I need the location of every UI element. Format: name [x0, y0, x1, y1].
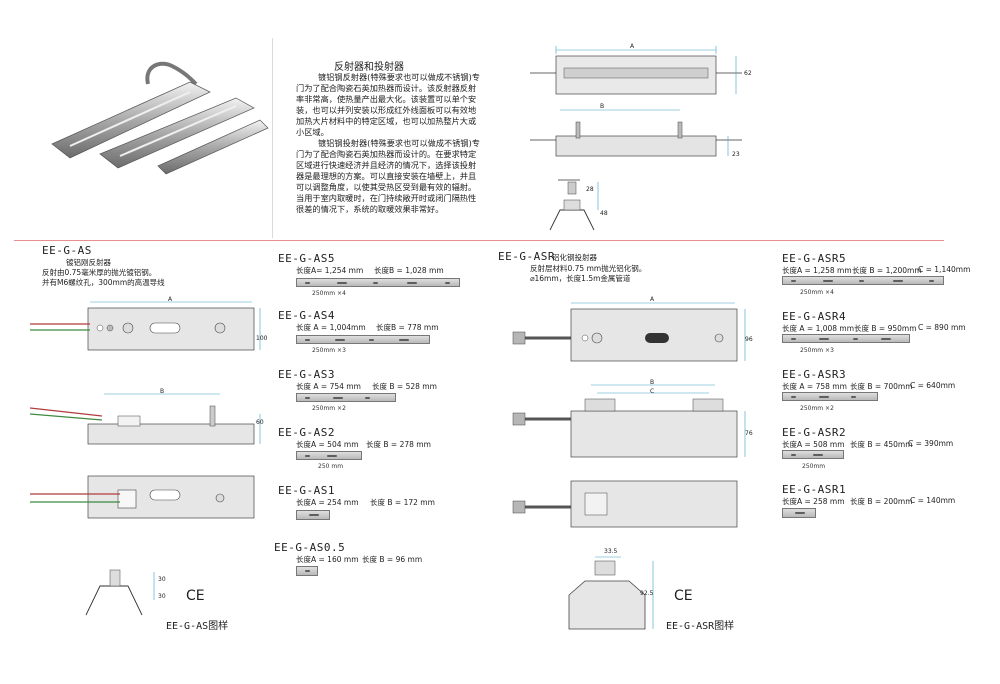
asr-model-spec-a: 长度 A = 1,008 mm [782, 324, 855, 333]
asr-section-desc2: ⌀16mm，长度1.5m金属管道 [530, 274, 631, 283]
asr-model-spec-c: C = 890 mm [918, 323, 966, 332]
asr-model-spec-a: 长度A = 508 mm [782, 440, 845, 449]
asr-model-spec-b: 长度 B = 700mm [850, 382, 913, 391]
as-model-spec-b: 长度 B = 172 mm [370, 498, 435, 507]
asr-model-name: EE-G-ASR4 [782, 310, 847, 323]
asr-model-pitch: 250mm ×2 [800, 405, 834, 412]
asr-section-desc1: 反射层材料0.75 mm抛光铝化钢。 [530, 264, 647, 273]
asr-model-name: EE-G-ASR5 [782, 252, 847, 265]
asr-model-spec-c: C = 140mm [910, 496, 956, 505]
as-section-title: EE-G-AS [42, 244, 92, 257]
as-section-desc2: 并有M6螺纹孔，300mm的高温导线 [42, 278, 165, 287]
asr-model-pitch: 250mm ×3 [800, 347, 834, 354]
as-model-pitch: 250mm ×3 [312, 347, 346, 354]
as-model-spec-b: 长度B = 778 mm [376, 323, 439, 332]
asr-model-spec-b: 长度 B = 450mm [850, 440, 913, 449]
as-dim-100: 100 [256, 335, 268, 342]
asr-model-spec-a: 长度 A = 758 mm [782, 382, 847, 391]
as-caption: EE-G-AS图样 [166, 621, 229, 632]
as-section-subtitle: 镀铝刚反射器 [66, 258, 111, 267]
asr-model-name: EE-G-ASR3 [782, 368, 847, 381]
as-model-name: EE-G-AS3 [278, 368, 335, 381]
asr-model-pitch: 250mm [802, 463, 826, 470]
asr-section-subtitle: 铝化钢投射器 [552, 253, 597, 262]
as-model-name: EE-G-AS2 [278, 426, 335, 439]
asr-model-name: EE-G-ASR2 [782, 426, 847, 439]
as-drawings [30, 301, 261, 616]
as-model-pitch: 250mm ×4 [312, 290, 346, 297]
as-model-pitch: 250 mm [318, 463, 344, 470]
asr-model-strip [782, 508, 816, 518]
as-model-spec-b: 长度 B = 528 mm [372, 382, 437, 391]
as-model-spec-a: 长度 A = 754 mm [296, 382, 361, 391]
as-model-spec-b: 长度 B = 278 mm [366, 440, 431, 449]
as-model-name: EE-G-AS0.5 [274, 541, 346, 554]
as-model-strip [296, 393, 396, 402]
asr-dim-925: 92.5 [640, 590, 654, 597]
asr-model-spec-c: C = 1,140mm [918, 265, 971, 274]
asr-model-spec-a: 长度A = 258 mm [782, 497, 845, 506]
asr-model-spec-b: 长度 B = 950mm [854, 324, 917, 333]
as-dim-60: 60 [256, 419, 264, 426]
asr-model-spec-c: C = 640mm [910, 381, 956, 390]
asr-dim-b: B [650, 379, 655, 386]
top-dim-23: 23 [732, 151, 740, 158]
asr-dim-76: 76 [745, 430, 753, 437]
as-model-name: EE-G-AS5 [278, 252, 335, 265]
asr-ce-mark: CE [674, 588, 693, 604]
as-model-spec-a: 长度A = 504 mm [296, 440, 359, 449]
as-model-spec-b: 长度B = 1,028 mm [374, 266, 444, 275]
asr-model-strip [782, 392, 878, 401]
as-dim-b: B [160, 388, 165, 395]
section-separator [14, 240, 944, 241]
as-dim-30b: 30 [158, 593, 166, 600]
product-photo [51, 61, 269, 175]
as-dim-30a: 30 [158, 576, 166, 583]
asr-section-title: EE-G-ASR [498, 250, 555, 263]
top-dimension-drawing [530, 46, 742, 231]
as-model-name: EE-G-AS1 [278, 484, 335, 497]
intro-heading: 反射器和投射器 [334, 62, 404, 73]
asr-dim-335: 33.5 [604, 548, 618, 555]
as-model-spec-a: 长度A= 1,254 mm [296, 266, 364, 275]
asr-drawings [512, 302, 746, 630]
intro-paragraph-projector: 镀铝钢投射器(特殊要求也可以做成不锈钢)专门为了配合陶瓷石英加热器而设计的。在要… [296, 138, 480, 214]
intro-paragraph-reflector: 镀铝钢反射器(特殊要求也可以做成不锈钢)专门为了配合陶瓷石英加热器而设计。该反射… [296, 72, 480, 137]
as-model-spec-a: 长度A = 160 mm [296, 555, 359, 564]
asr-dim-a: A [650, 296, 655, 303]
as-model-spec-b: 长度 B = 96 mm [362, 555, 423, 564]
as-model-strip [296, 278, 460, 287]
top-dim-28: 28 [586, 186, 594, 193]
as-dim-a: A [168, 296, 173, 303]
as-model-pitch: 250mm ×2 [312, 405, 346, 412]
as-model-strip [296, 335, 430, 344]
as-section-desc1: 反射由0.75毫米厚的抛光镀铝钢。 [42, 268, 157, 277]
asr-model-strip [782, 450, 844, 459]
asr-model-strip [782, 276, 944, 285]
as-model-spec-a: 长度A = 254 mm [296, 498, 359, 507]
as-model-name: EE-G-AS4 [278, 309, 335, 322]
asr-model-spec-a: 长度A = 1,258 mm [782, 266, 852, 275]
column-divider [272, 38, 273, 238]
as-model-strip [296, 566, 318, 576]
top-dim-b: B [600, 103, 605, 110]
asr-model-pitch: 250mm ×4 [800, 289, 834, 296]
as-model-strip [296, 510, 330, 520]
asr-dim-c: C [650, 388, 655, 395]
as-ce-mark: CE [186, 588, 205, 604]
asr-model-spec-b: 长度 B = 1,200mm [852, 266, 922, 275]
as-model-spec-a: 长度 A = 1,004mm [296, 323, 366, 332]
asr-model-spec-b: 长度 B = 200mm [850, 497, 913, 506]
asr-model-name: EE-G-ASR1 [782, 483, 847, 496]
asr-caption: EE-G-ASR图样 [666, 621, 735, 632]
asr-model-strip [782, 334, 910, 343]
asr-dim-96: 96 [745, 336, 753, 343]
top-dim-48: 48 [600, 210, 608, 217]
top-dim-a: A [630, 43, 635, 50]
top-dim-62: 62 [744, 70, 752, 77]
as-model-strip [296, 451, 362, 460]
asr-model-spec-c: C = 390mm [908, 439, 954, 448]
